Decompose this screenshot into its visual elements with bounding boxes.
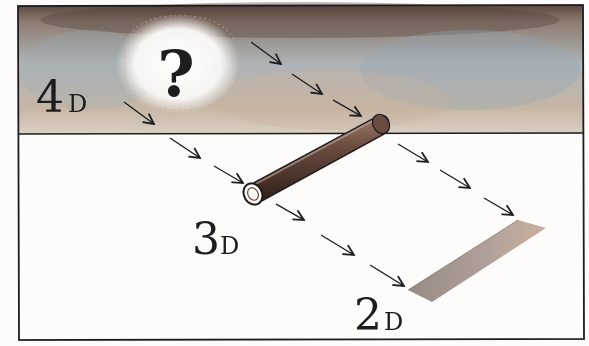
sky-band	[18, 2, 583, 134]
label-3d-unit: D	[220, 232, 239, 260]
label-4d-unit: D	[68, 90, 87, 118]
label-2d-number: 2	[354, 290, 382, 341]
label-2d-unit: D	[384, 308, 403, 336]
label-3d-number: 3	[192, 214, 220, 265]
question-mark-icon: ?	[157, 37, 195, 112]
label-4d-number: 4	[36, 72, 64, 123]
horizon-line	[18, 133, 583, 134]
